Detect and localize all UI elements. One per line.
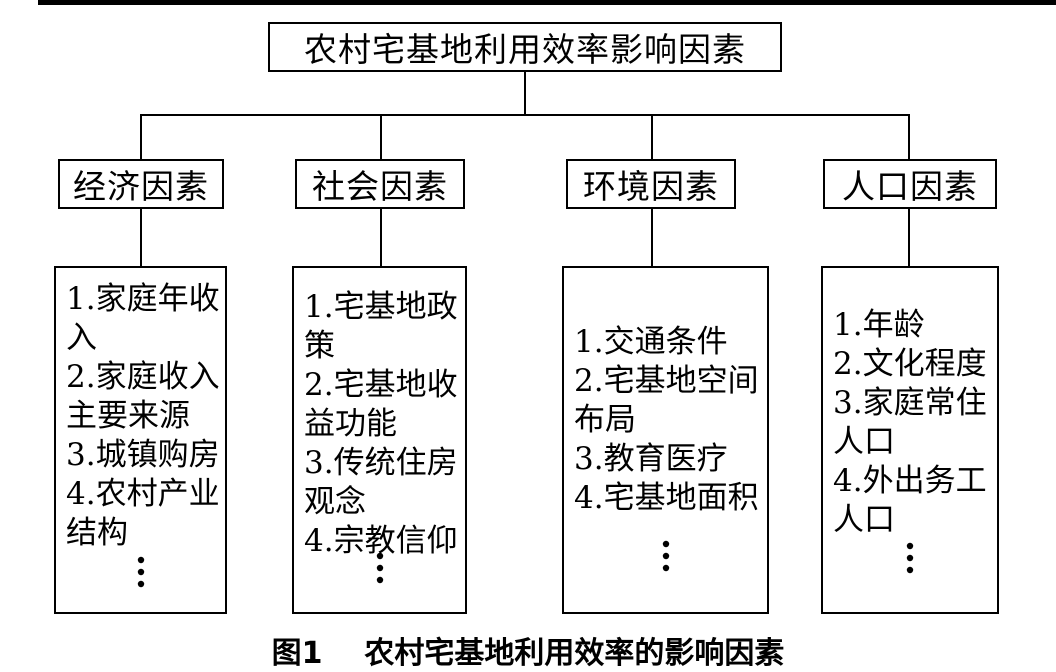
category-economic-label: 经济因素 [73, 167, 209, 206]
list-item: 主要来源 [66, 398, 190, 434]
category-population-label: 人口因素 [842, 167, 978, 206]
list-item: 2.文化程度 [833, 346, 987, 382]
connector-drop-population [908, 114, 910, 160]
list-item: 益功能 [304, 406, 397, 442]
list-item: 4.宗教信仰 [304, 523, 458, 559]
list-item: 3.城镇购房 [66, 437, 220, 473]
list-item: 人口 [833, 502, 895, 538]
root-node: 农村宅基地利用效率影响因素 [268, 22, 782, 72]
list-item: 2.家庭收入 [66, 359, 220, 395]
category-environment-label: 环境因素 [583, 167, 719, 206]
figure-caption: 图1 农村宅基地利用效率的影响因素 [0, 628, 1056, 672]
more-indicator [564, 540, 767, 582]
connector-horizontal-bar [140, 114, 910, 116]
list-item: 布局 [574, 402, 636, 438]
items-population: 1.年龄 2.文化程度 3.家庭常住 人口 4.外出务工 人口 [821, 266, 999, 614]
list-item: 1.家庭年收 [66, 281, 220, 317]
list-item: 3.家庭常住 [833, 385, 987, 421]
list-item: 3.教育医疗 [574, 441, 728, 477]
connector-environment-items [651, 208, 653, 267]
category-social: 社会因素 [295, 159, 465, 209]
vertical-ellipsis-icon [376, 552, 383, 584]
list-item: 人口 [833, 424, 895, 460]
items-environment: 1.交通条件 2.宅基地空间 布局 3.教育医疗 4.宅基地面积 [562, 266, 769, 614]
connector-root-stem [524, 72, 526, 116]
root-node-label: 农村宅基地利用效率影响因素 [304, 30, 746, 69]
list-item: 1.交通条件 [574, 324, 728, 360]
category-social-label: 社会因素 [312, 167, 448, 206]
category-economic: 经济因素 [58, 159, 224, 209]
category-population: 人口因素 [823, 159, 997, 209]
list-item: 4.宅基地面积 [574, 480, 759, 516]
list-item: 4.农村产业 [66, 476, 220, 512]
items-economic: 1.家庭年收 入 2.家庭收入 主要来源 3.城镇购房 4.农村产业 结构 [54, 266, 227, 614]
list-item: 1.宅基地政 [304, 289, 458, 325]
list-item: 2.宅基地空间 [574, 363, 759, 399]
list-item: 策 [304, 328, 335, 364]
connector-social-items [380, 208, 382, 267]
figure-title: 农村宅基地利用效率的影响因素 [364, 636, 785, 671]
vertical-ellipsis-icon [662, 540, 669, 572]
list-item: 4.外出务工 [833, 463, 987, 499]
connector-drop-social [380, 114, 382, 160]
list-item: 结构 [66, 515, 128, 551]
vertical-ellipsis-icon [137, 556, 144, 588]
connector-drop-economic [140, 114, 142, 160]
list-item: 1.年龄 [833, 307, 925, 343]
list-item: 2.宅基地收 [304, 367, 458, 403]
items-social: 1.宅基地政 策 2.宅基地收 益功能 3.传统住房 观念 4.宗教信仰 [292, 266, 467, 614]
connector-population-items [908, 208, 910, 267]
top-rule [38, 0, 1056, 5]
category-environment: 环境因素 [566, 159, 736, 209]
list-item: 3.传统住房 [304, 445, 458, 481]
list-item: 观念 [304, 484, 366, 520]
more-indicator [823, 542, 997, 584]
more-indicator [294, 552, 465, 594]
vertical-ellipsis-icon [906, 542, 914, 574]
more-indicator [56, 556, 225, 598]
connector-drop-environment [651, 114, 653, 160]
figure-number: 图1 [271, 636, 323, 671]
connector-economic-items [140, 208, 142, 267]
list-item: 入 [66, 320, 97, 356]
